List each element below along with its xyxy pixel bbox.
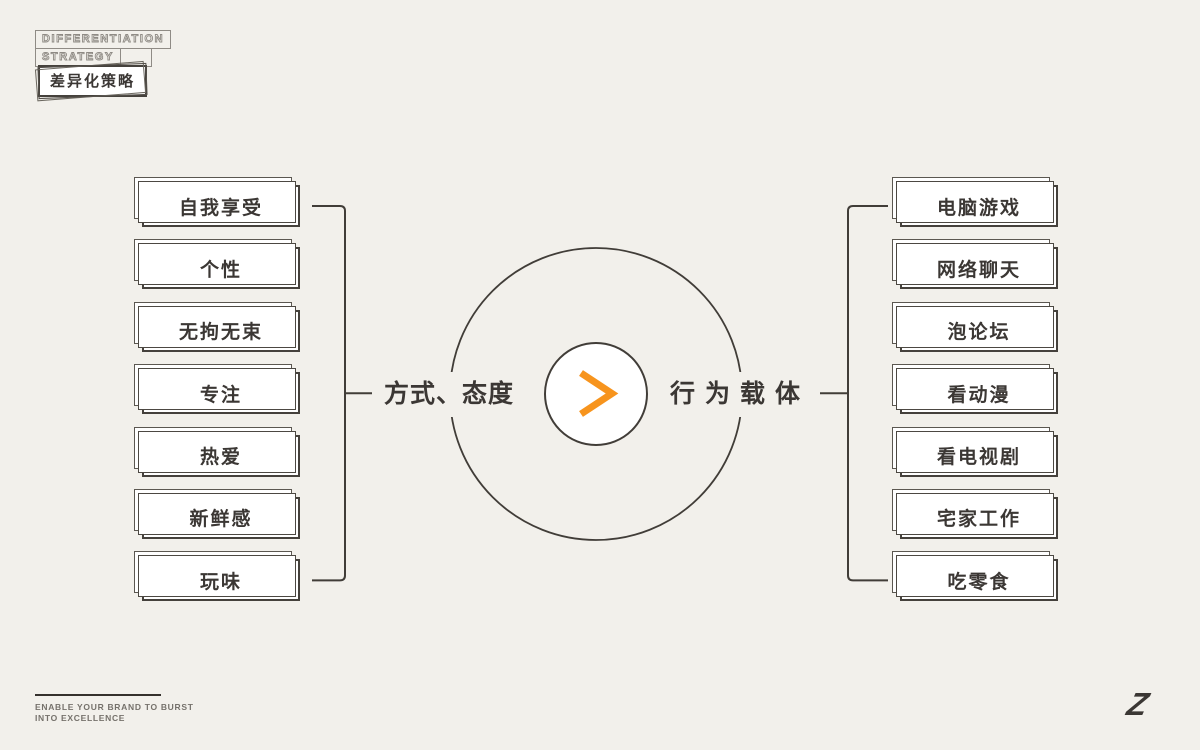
left-item-box: 玩味 bbox=[142, 559, 300, 602]
left-item-box: 个性 bbox=[142, 247, 300, 290]
right-item-box: 看电视剧 bbox=[900, 434, 1058, 477]
left-item-label: 个性 bbox=[199, 259, 242, 281]
greater-than-icon bbox=[579, 370, 619, 417]
right-item-label: 泡论坛 bbox=[947, 322, 1011, 344]
left-item-label: 专注 bbox=[199, 384, 242, 406]
right-item-label: 看电视剧 bbox=[936, 447, 1021, 469]
left-item-label: 玩味 bbox=[199, 571, 242, 593]
right-item-box: 宅家工作 bbox=[900, 496, 1058, 539]
right-item-box: 看动漫 bbox=[900, 372, 1058, 415]
left-item-box: 新鲜感 bbox=[142, 496, 300, 539]
right-item-label: 电脑游戏 bbox=[936, 197, 1021, 219]
footer-tagline-line1: ENABLE YOUR BRAND TO BURST bbox=[35, 702, 194, 712]
footer: ENABLE YOUR BRAND TO BURST INTO EXCELLEN… bbox=[35, 694, 194, 724]
right-item-box: 网络聊天 bbox=[900, 247, 1058, 290]
left-item-label: 无拘无束 bbox=[178, 322, 263, 344]
left-item-box: 热爱 bbox=[142, 434, 300, 477]
left-item-box: 自我享受 bbox=[142, 185, 300, 227]
left-item-label: 自我享受 bbox=[178, 197, 263, 219]
right-group-label: 行为载体 bbox=[664, 372, 817, 417]
brand-logo: Z bbox=[1123, 686, 1153, 722]
left-group-label: 方式、态度 bbox=[378, 372, 521, 417]
header-title-en-line1: DIFFERENTIATION bbox=[35, 30, 172, 49]
left-bracket bbox=[312, 205, 346, 582]
footer-tagline-line2: INTO EXCELLENCE bbox=[35, 713, 126, 723]
right-item-box: 吃零食 bbox=[900, 559, 1058, 602]
right-items-column: 电脑游戏 网络聊天 泡论坛 看动漫 看电视剧 宅家工作 吃零食 bbox=[900, 185, 1058, 602]
right-item-box: 电脑游戏 bbox=[900, 185, 1058, 227]
header: DIFFERENTIATION STRATEGY 差异化策略 bbox=[35, 30, 172, 97]
left-item-label: 新鲜感 bbox=[189, 509, 253, 531]
right-item-label: 看动漫 bbox=[947, 384, 1011, 406]
right-item-label: 宅家工作 bbox=[936, 509, 1021, 531]
right-item-box: 泡论坛 bbox=[900, 309, 1058, 352]
left-item-label: 热爱 bbox=[199, 447, 242, 469]
right-item-label: 网络聊天 bbox=[936, 259, 1021, 281]
left-items-column: 自我享受 个性 无拘无束 专注 热爱 新鲜感 玩味 bbox=[142, 185, 300, 602]
right-bracket bbox=[847, 205, 888, 582]
header-title-cn: 差异化策略 bbox=[38, 65, 148, 97]
right-item-label: 吃零食 bbox=[947, 571, 1011, 593]
left-item-box: 无拘无束 bbox=[142, 309, 300, 352]
left-item-box: 专注 bbox=[142, 372, 300, 415]
inner-circle bbox=[544, 342, 648, 446]
footer-divider bbox=[35, 694, 161, 696]
